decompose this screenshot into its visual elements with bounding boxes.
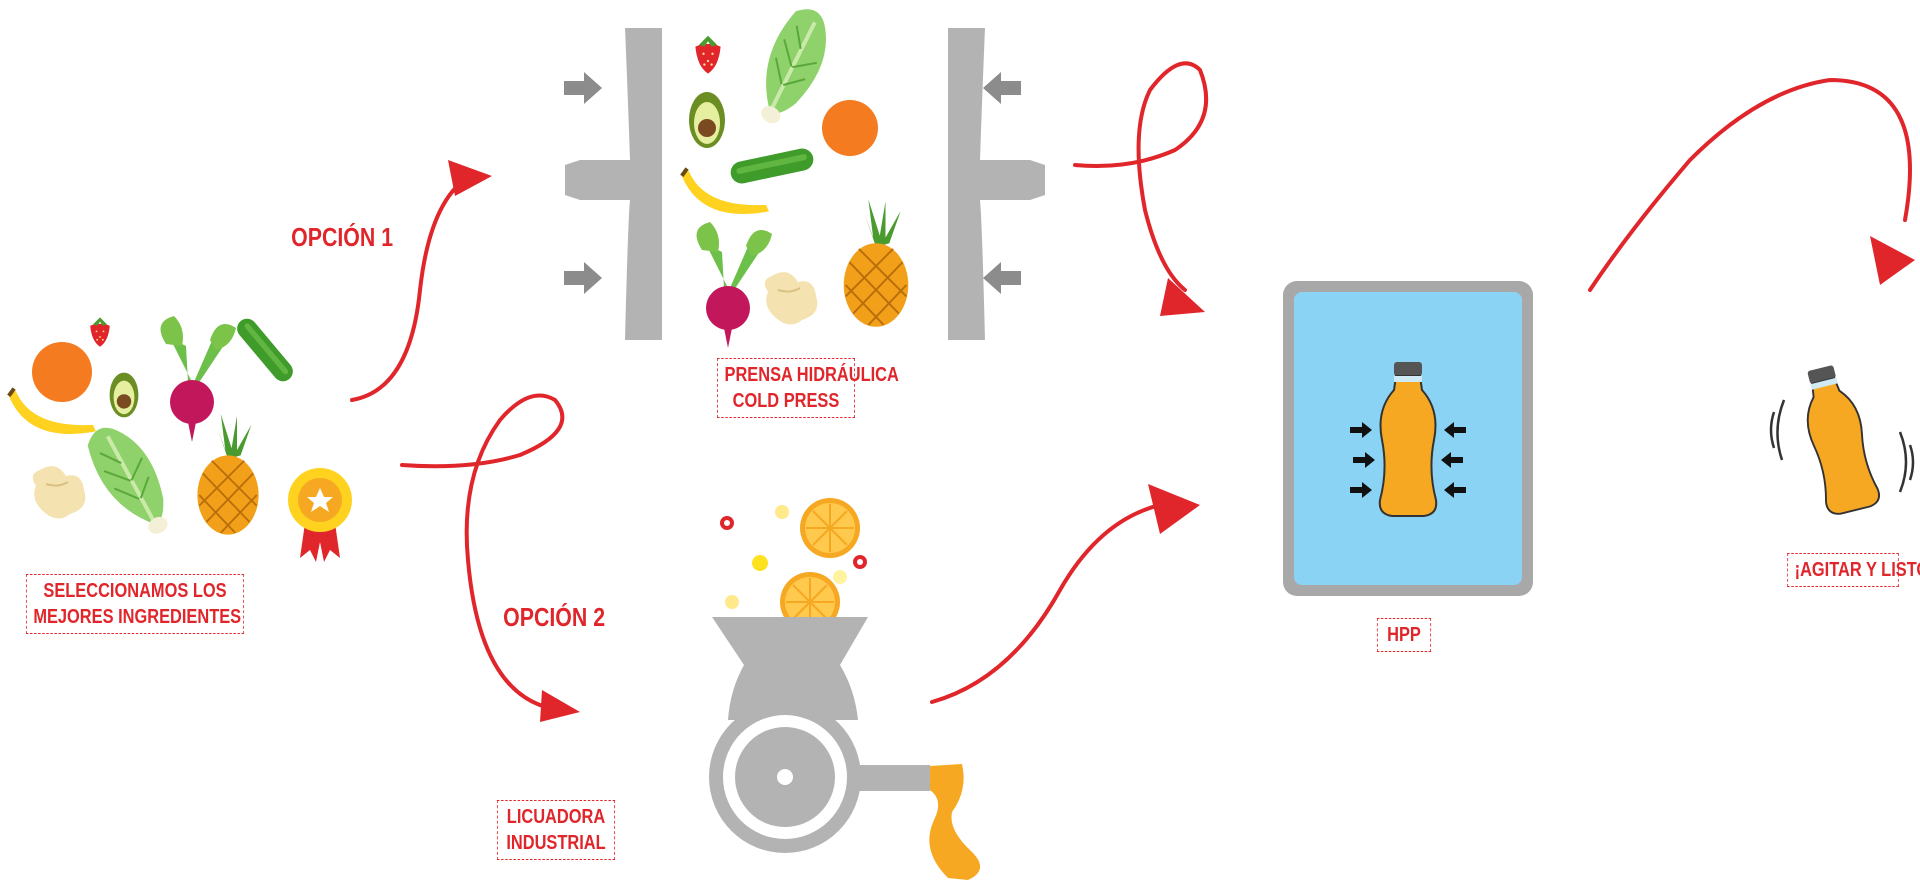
press-label-line2: COLD PRESS (732, 390, 840, 412)
industrial-blender-illustration (709, 497, 981, 880)
blender-label-line2: INDUSTRIAL (506, 832, 606, 854)
blender-label-line1: LICUADORA (506, 806, 606, 828)
pineapple-icon (196, 413, 260, 536)
cucumber-icon (728, 146, 816, 186)
press-label-line1: PRENSA HIDRÁULICA (724, 364, 899, 386)
ginger-icon (763, 271, 819, 326)
arrowhead-icon (1160, 278, 1205, 316)
bottle-icon (1793, 360, 1883, 518)
arrow-hpp-to-final (1588, 77, 1912, 292)
avocado-icon (109, 372, 139, 418)
hydraulic-press-illustration (564, 0, 1045, 348)
orange-slice-icon (799, 497, 861, 559)
flow-arrows (350, 61, 1912, 712)
press-arrow-icon (983, 72, 1021, 104)
beet-icon (160, 316, 236, 442)
lettuce-icon (78, 413, 182, 549)
press-arrow-icon (564, 262, 602, 294)
orange-icon (32, 342, 92, 402)
strawberry-icon (90, 317, 110, 347)
arrowhead-icon (540, 690, 580, 722)
ingredients-illustration (1, 314, 352, 562)
shaken-bottle-illustration (1769, 360, 1915, 518)
arrowhead-icon (1870, 236, 1915, 285)
select-ingredients-label: SELECCIONAMOS LOS MEJORES INGREDIENTES (25, 574, 245, 634)
press-arrow-icon (983, 262, 1021, 294)
strawberry-icon (695, 35, 721, 74)
hpp-label: HPP (1376, 618, 1432, 652)
ginger-icon (31, 465, 87, 520)
orange-icon (822, 100, 878, 156)
shake-lines-icon (1769, 399, 1915, 493)
press-label: PRENSA HIDRÁULICA COLD PRESS (717, 358, 899, 418)
hpp-machine-illustration (1283, 281, 1533, 596)
select-label-line1: SELECCIONAMOS LOS (43, 580, 227, 602)
select-label-line2: MEJORES INGREDIENTES (33, 606, 242, 628)
pineapple-icon (842, 198, 910, 328)
quality-seal-icon (288, 468, 352, 562)
beet-icon (696, 222, 772, 348)
cucumber-icon (233, 314, 297, 386)
shake-and-ready-label: ¡AGITAR Y LISTO! (1787, 553, 1920, 587)
blender-label: LICUADORA INDUSTRIAL (496, 800, 616, 860)
press-arrow-icon (564, 72, 602, 104)
arrowhead-icon (1148, 484, 1200, 534)
arrow-blender-to-hpp (930, 503, 1162, 704)
option-1-label: OPCIÓN 1 (291, 222, 394, 252)
arrow-press-to-hpp (1073, 61, 1209, 292)
option-2-label: OPCIÓN 2 (503, 602, 606, 632)
arrowhead-icon (448, 160, 492, 196)
arrowheads (448, 160, 1915, 722)
avocado-icon (689, 92, 725, 148)
arrow-to-blender (400, 393, 565, 712)
arrow-to-press (350, 174, 472, 402)
